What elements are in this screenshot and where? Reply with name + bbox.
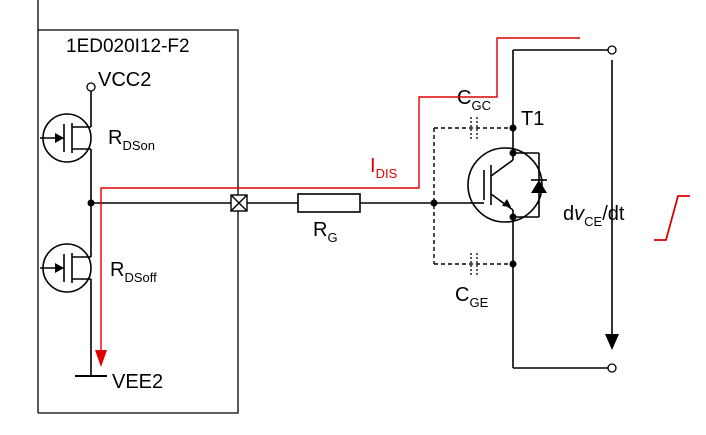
mosfet-top-arrow [55, 133, 64, 143]
vcc-label: VCC2 [98, 69, 151, 91]
discharge-current-path [100, 37, 580, 352]
collector-terminal [607, 45, 617, 55]
vcc-terminal [86, 82, 96, 92]
collector-diode-node [509, 149, 517, 157]
emitter-diode-node [509, 213, 517, 221]
emitter-terminal [607, 363, 617, 373]
dvdt-label: dvCE/dt [563, 203, 625, 229]
collector-node [509, 124, 517, 132]
gate-node [430, 199, 438, 207]
driver-ic-box [37, 0, 239, 414]
gate-resistor [297, 193, 361, 213]
diode-triangle [531, 180, 547, 193]
discharge-arrow-head [95, 350, 107, 367]
idis-label: IDIS [370, 155, 398, 181]
vee-label: VEE2 [112, 371, 163, 393]
output-pin [230, 194, 248, 212]
mosfet-bottom [40, 243, 92, 293]
rdsoff-label: RDSoff [110, 259, 157, 285]
rg-label: RG [313, 219, 338, 245]
cgc-label: CGC [457, 87, 491, 113]
rdson-label: RDSon [108, 127, 155, 153]
igbt-emitter-arrow [502, 199, 511, 207]
mosfet-top [40, 113, 92, 163]
rising-edge-icon [654, 195, 690, 241]
emitter-node [509, 260, 517, 268]
cge-label: CGE [455, 284, 489, 310]
chip-name: 1ED020I12-F2 [66, 36, 190, 57]
mosfet-bottom-arrow [55, 263, 64, 273]
t1-label: T1 [521, 108, 544, 130]
dvdt-arrow-head [605, 334, 619, 350]
parasitic-caps [433, 127, 513, 265]
